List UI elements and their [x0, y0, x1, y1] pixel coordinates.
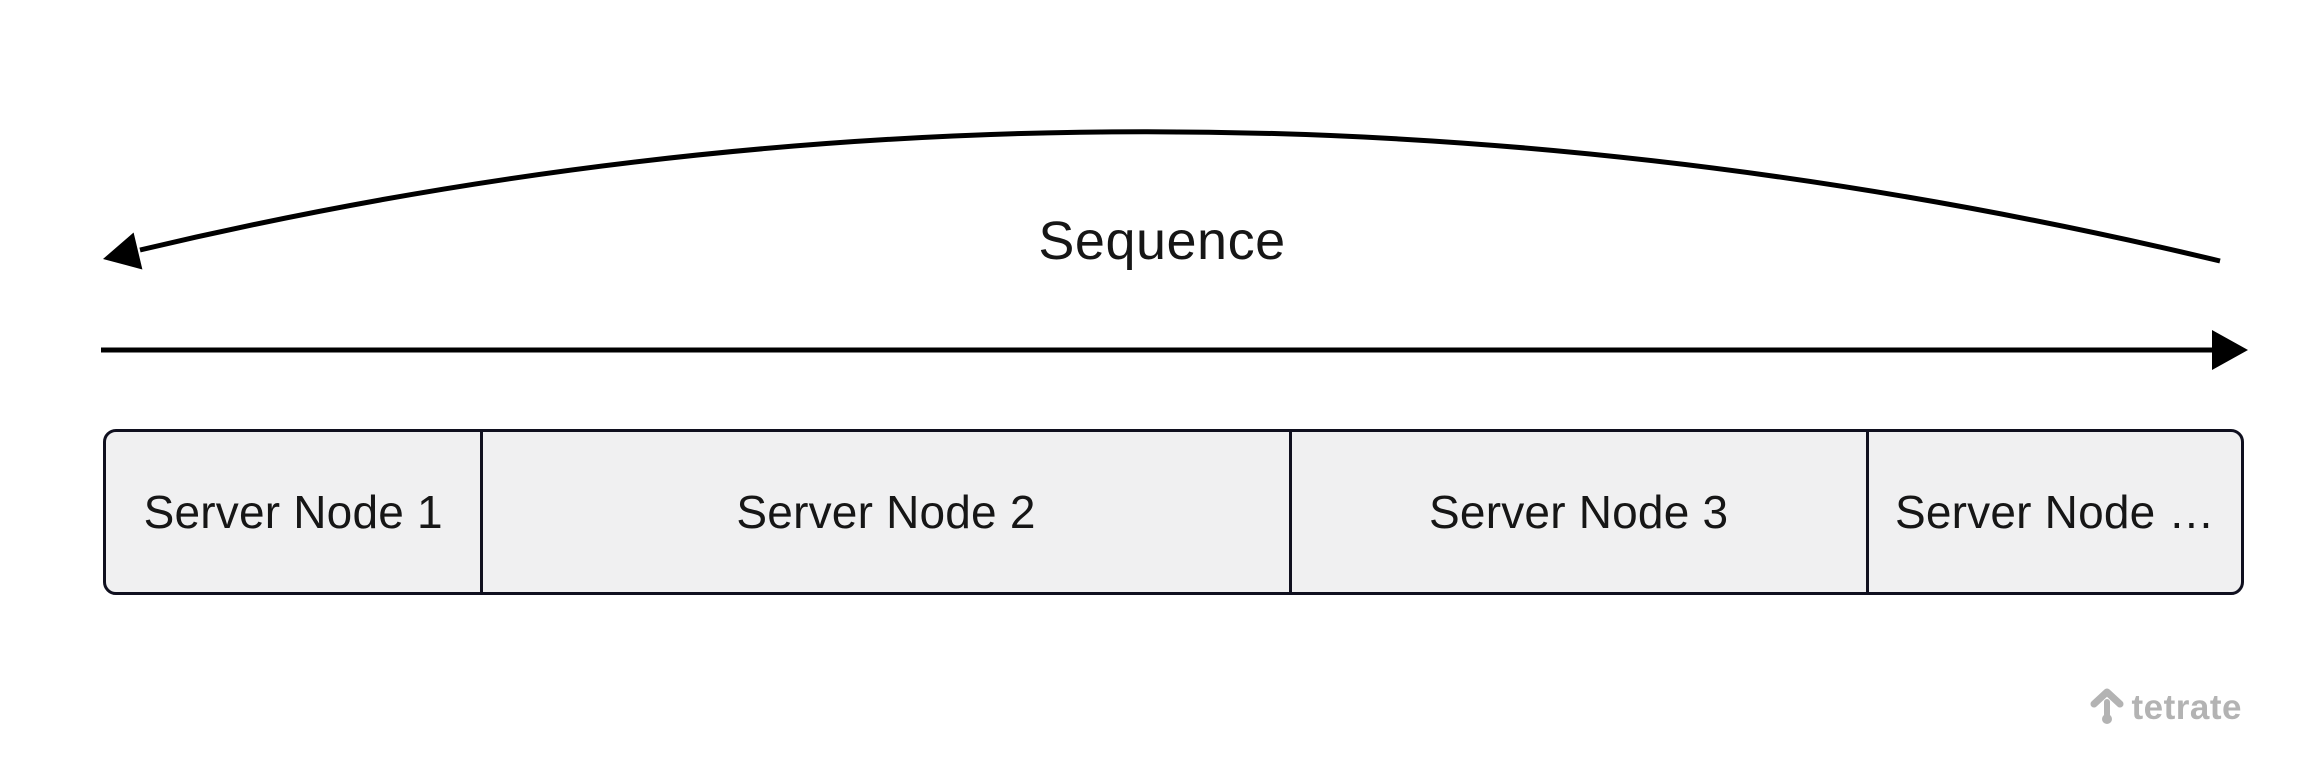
server-node-label: Server Node 3: [1429, 486, 1729, 538]
forward-right-arrowhead-icon: [2212, 330, 2248, 370]
tetrate-logo-text: tetrate: [2131, 687, 2242, 727]
server-node-box-2: Server Node 2: [480, 432, 1288, 592]
arc-left-arrowhead-icon: [103, 232, 143, 270]
server-node-box-3: Server Node 3: [1288, 432, 1866, 592]
sequence-arc-line: [139, 129, 2221, 264]
tetrate-logo: tetrate: [2090, 688, 2242, 726]
tetrate-arrow-icon: [2090, 688, 2124, 724]
server-node-box-1: Server Node 1: [106, 432, 480, 592]
server-nodes-row: Server Node 1 Server Node 2 Server Node …: [103, 429, 2244, 595]
server-node-box-4: Server Node …: [1865, 432, 2241, 592]
server-node-label: Server Node 2: [736, 486, 1036, 538]
sequence-label: Sequence: [1038, 211, 1286, 271]
server-node-label: Server Node …: [1895, 486, 2215, 538]
server-node-label: Server Node 1: [143, 486, 443, 538]
